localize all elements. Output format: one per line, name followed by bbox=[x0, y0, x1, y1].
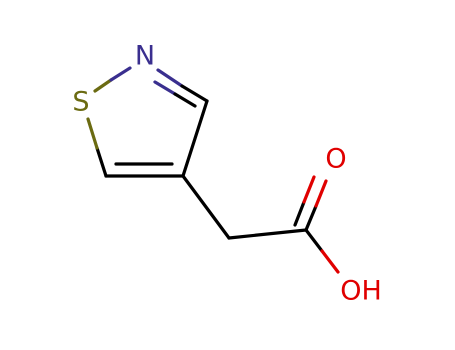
bond-c5-s-sulfur-half bbox=[86, 117, 99, 150]
hydroxyl-label: OH bbox=[340, 276, 382, 307]
bond-n-c3-inner-nitrogen bbox=[153, 80, 177, 96]
bond-c3-c4 bbox=[181, 99, 209, 178]
bond-c5-s-carbon-half bbox=[95, 146, 108, 178]
carbonyl-oxygen-label: O bbox=[325, 144, 346, 175]
bond-c-o-double-inner-oxygen bbox=[302, 175, 316, 204]
bond-c-o-double-inner-carbon bbox=[293, 200, 306, 227]
nitrogen-atom-label: N bbox=[135, 41, 155, 72]
bond-n-c3-inner-carbon bbox=[173, 92, 197, 108]
bond-n-c3-nitrogen-half bbox=[156, 68, 184, 88]
bond-ch2-carboxyl bbox=[227, 228, 308, 240]
bond-c-o-double-outer-carbon bbox=[304, 204, 318, 232]
bond-n-c3-carbon-half bbox=[180, 84, 209, 103]
bond-c-oh-carbon-half bbox=[304, 228, 324, 253]
bond-s-n-nitrogen-half bbox=[109, 66, 132, 82]
bond-c-oh-oxygen-half bbox=[320, 249, 340, 274]
bond-c4-ch2 bbox=[181, 174, 231, 240]
bond-c-o-double-outer-oxygen bbox=[314, 179, 328, 208]
sulfur-atom-label: S bbox=[72, 87, 89, 118]
bond-s-n-sulfur-half bbox=[93, 78, 113, 93]
